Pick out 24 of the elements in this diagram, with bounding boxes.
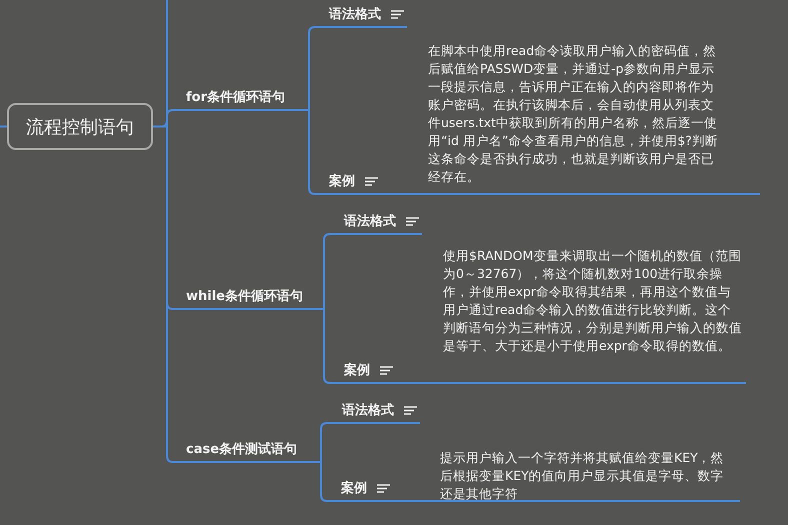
root-topic-box: 流程控制语句 bbox=[7, 103, 153, 150]
note-text: 使用$RANDOM变量来调取出一个随机的数值（范围为0～32767），将这个随机数对100进行取余操作，并使用expr命令取得其结果，再用这个数值与用户通过read命令输入的数值进行比较判断。这个判断语句分为三种情况，分别是判断用户输入的数值是等于、大于还是小于使用expr命令取得的数值。 bbox=[443, 247, 746, 384]
branch-line bbox=[381, 193, 760, 195]
branch-line bbox=[0, 126, 7, 128]
branch-line bbox=[320, 462, 393, 502]
branch-line bbox=[396, 382, 746, 384]
branch-line bbox=[308, 110, 381, 195]
branch-line bbox=[323, 233, 422, 309]
branch-topic-label: case条件测试语句 bbox=[186, 441, 298, 458]
subtopic-label: 案例 bbox=[344, 362, 370, 379]
branch-line bbox=[393, 500, 740, 502]
subtopic-label: 语法格式 bbox=[329, 6, 381, 23]
note-text: 在脚本中使用read命令读取用户输入的密码值，然后赋值给PASSWD变量，并通过-p参数向用户显示一段提示信息，告诉用户正在输入的内容即将作为账户密码。在执行该脚本后，会自动使用从列表文件users.txt中获取到所有的用户名称，然后逐一使用“id 用户名”命令查看用户的信息，并使用$?判断这条命令是否执行成功，也就是判断该用户是否已经存在。 bbox=[428, 42, 760, 195]
branch-line bbox=[323, 309, 396, 384]
subtopic-label: 案例 bbox=[341, 480, 367, 497]
branch-line bbox=[153, 126, 321, 463]
branch-line bbox=[308, 26, 407, 110]
note-text: 提示用户输入一个字符并将其赋值给变量KEY，然后根据变量KEY的值向用户显示其值是字母、数字还是其他字符 bbox=[440, 449, 740, 502]
branch-topic-label: while条件循环语句 bbox=[186, 288, 303, 305]
branch-topic-label: for条件循环语句 bbox=[186, 89, 285, 106]
subtopic-label: 案例 bbox=[329, 172, 355, 190]
subtopic-label: 语法格式 bbox=[344, 213, 396, 230]
branch-line bbox=[320, 422, 420, 462]
subtopic-label: 语法格式 bbox=[342, 402, 394, 419]
